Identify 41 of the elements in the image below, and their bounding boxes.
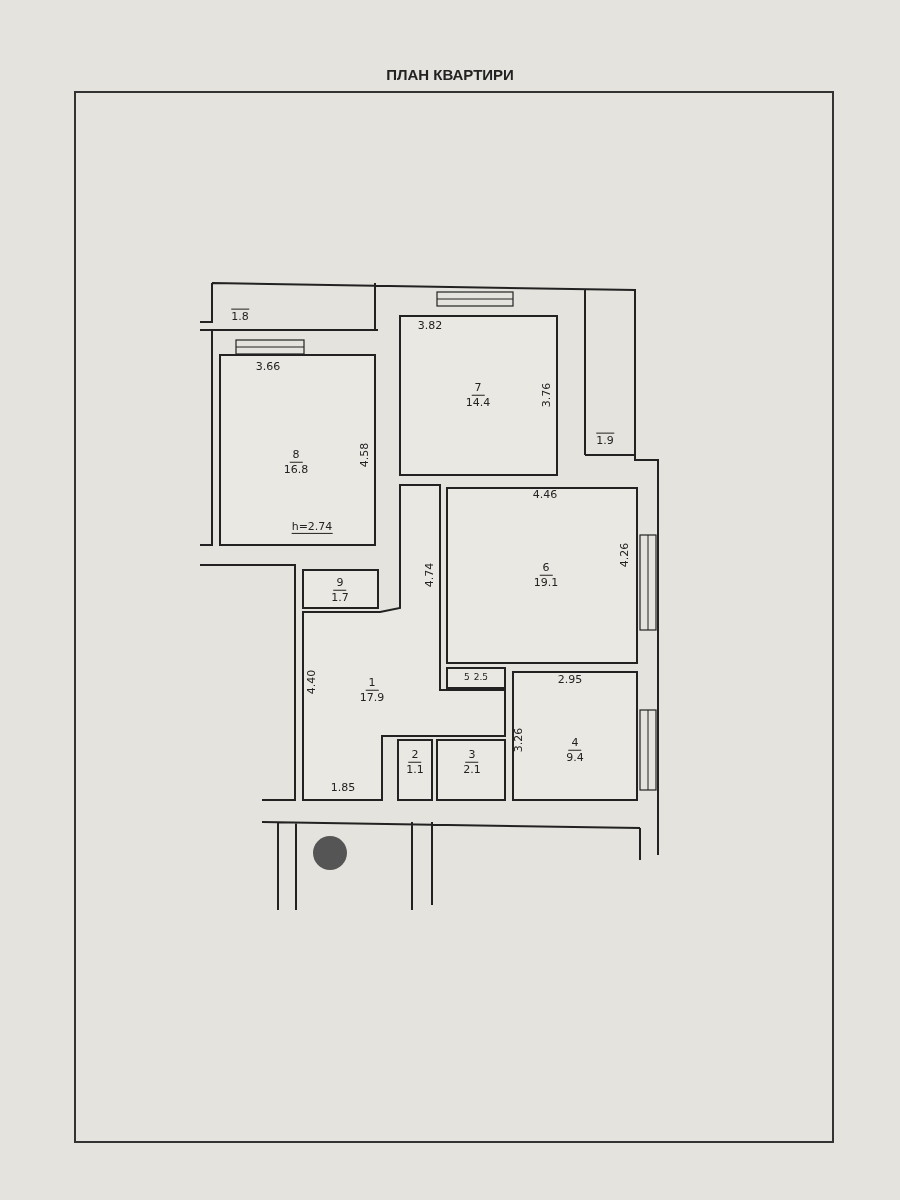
area-value: 1.7 xyxy=(331,590,349,605)
area-value: 2.1 xyxy=(463,762,481,777)
room-number: 5 xyxy=(463,672,470,684)
room-area xyxy=(447,668,505,688)
dimension-label: 3.76 xyxy=(540,382,554,408)
area-value: 1.9 xyxy=(596,432,614,448)
room-number: 2 xyxy=(408,747,422,763)
room-area xyxy=(400,316,557,475)
area-value: 14.4 xyxy=(465,395,491,410)
area-value: 19.1 xyxy=(533,575,559,590)
dimension-label: 4.26 xyxy=(618,542,632,568)
dimension-label: 4.40 xyxy=(305,669,319,695)
room-number: 8 xyxy=(289,447,303,463)
room-area xyxy=(303,570,378,608)
room-number: 6 xyxy=(539,560,553,576)
dimension-label: 4.74 xyxy=(423,562,437,588)
room-area xyxy=(513,672,637,800)
dimension-label: 3.82 xyxy=(417,319,443,333)
dimension-label: 3.66 xyxy=(255,360,281,374)
area-value: 9.4 xyxy=(566,750,584,765)
plan-title: ПЛАН КВАРТИРИ xyxy=(386,66,514,83)
room-area xyxy=(220,355,375,545)
room-area xyxy=(437,740,505,800)
room-area xyxy=(447,488,637,663)
ceiling-height: h=2.74 xyxy=(291,519,333,535)
dimension-label: 1.85 xyxy=(330,781,356,795)
room-number: 9 xyxy=(333,575,347,591)
room-number: 1 xyxy=(365,675,379,691)
area-value: 2.5 xyxy=(473,672,489,684)
dimension-label: 3.26 xyxy=(512,727,526,753)
dimension-label: 2.95 xyxy=(557,673,583,687)
area-value: 1.1 xyxy=(406,762,424,777)
area-value: 16.8 xyxy=(283,462,309,477)
area-value: 1.8 xyxy=(231,308,249,324)
room-number: 7 xyxy=(471,380,485,396)
room-number: 3 xyxy=(465,747,479,763)
room-area xyxy=(398,740,432,800)
dimension-label: 4.46 xyxy=(532,488,558,502)
room-number: 4 xyxy=(568,735,582,751)
dimension-label: 4.58 xyxy=(358,442,372,468)
area-value: 17.9 xyxy=(359,690,385,705)
